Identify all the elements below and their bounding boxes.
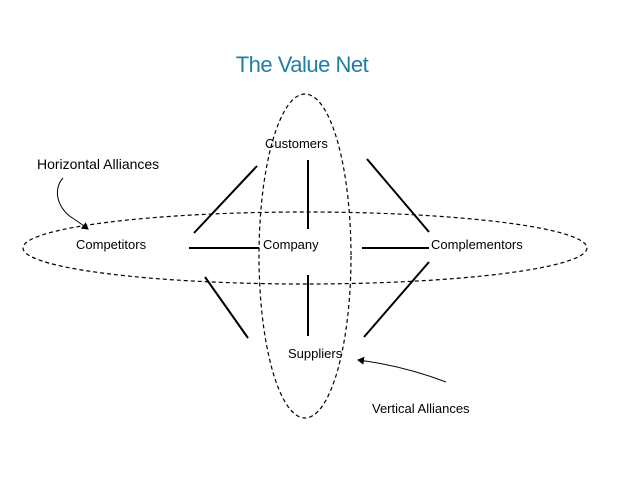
connector-customers-complementors — [366, 158, 430, 233]
connector-complementors-suppliers — [363, 261, 430, 338]
horizontal-alliances-arrow — [56, 177, 89, 230]
node-customers: Customers — [265, 136, 328, 151]
horizontal-alliances-label: Horizontal Alliances — [37, 156, 160, 172]
vertical-alliances-label: Vertical Alliances — [372, 401, 470, 416]
horizontal-alliances-ellipse — [22, 211, 588, 285]
page-title: The Value Net — [235, 52, 369, 77]
vertical-alliances-ellipse — [258, 93, 352, 419]
connector-customers-competitors — [193, 165, 258, 234]
node-company: Company — [263, 237, 319, 252]
vertical-alliances-arrow — [357, 356, 447, 383]
node-suppliers: Suppliers — [288, 346, 343, 361]
node-complementors: Complementors — [431, 237, 523, 252]
node-competitors: Competitors — [76, 237, 147, 252]
connector-competitors-suppliers — [204, 276, 249, 339]
